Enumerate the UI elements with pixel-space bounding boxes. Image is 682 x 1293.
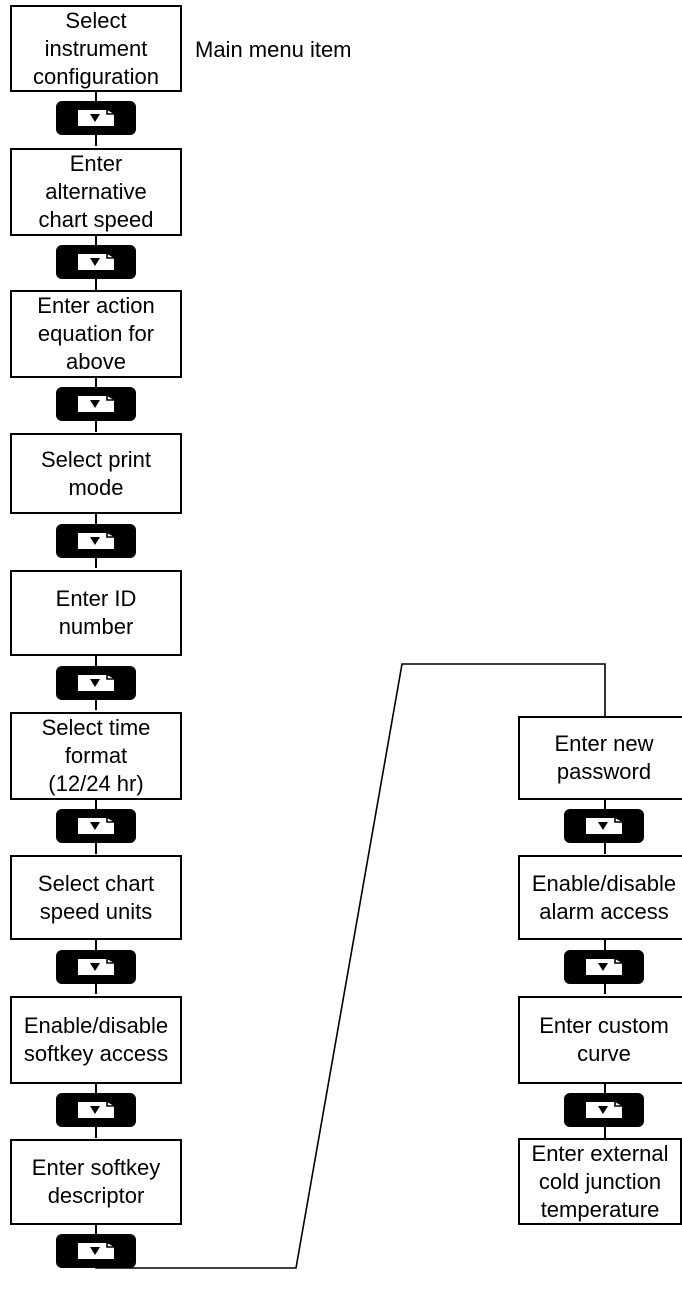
box-label: Select print mode: [40, 446, 152, 500]
menu-box-alarm-access: Enable/disable alarm access: [518, 855, 682, 940]
down-arrow-page-key-icon: [56, 524, 136, 558]
down-arrow-page-key-icon: [56, 387, 136, 421]
menu-box-print-mode: Select print mode: [10, 433, 182, 514]
main-menu-item-note: Main menu item: [195, 37, 352, 62]
box-label: Select time format (12/24 hr): [41, 715, 151, 796]
down-arrow-page-key-icon: [564, 1093, 644, 1127]
down-arrow-page-key-icon: [56, 245, 136, 279]
menu-box-custom-curve: Enter custom curve: [518, 996, 682, 1084]
box-label: Enter new password: [554, 731, 654, 784]
box-label: Enter external cold junction temperature: [531, 1140, 669, 1222]
box-label: Enable/disable alarm access: [531, 870, 677, 924]
menu-box-chart-speed-units: Select chart speed units: [10, 855, 182, 940]
menu-box-id-number: Enter ID number: [10, 570, 182, 656]
menu-box-select-instrument-configuration: Select instrument configuration: [10, 5, 182, 92]
box-label: Enter action equation for above: [37, 293, 155, 374]
down-arrow-page-key-icon: [56, 1093, 136, 1127]
menu-box-action-equation: Enter action equation for above: [10, 290, 182, 378]
down-arrow-page-key-icon: [564, 809, 644, 843]
box-label: Enter custom curve: [539, 1013, 669, 1066]
down-arrow-page-key-icon: [56, 101, 136, 135]
box-label: Enter alternative chart speed: [38, 151, 154, 232]
box-label: Enter softkey descriptor: [31, 1155, 161, 1208]
down-arrow-page-key-icon: [56, 950, 136, 984]
box-label: Enable/disable softkey access: [23, 1013, 169, 1066]
menu-box-new-password: Enter new password: [518, 716, 682, 800]
down-arrow-page-key-icon: [56, 666, 136, 700]
down-arrow-page-key-icon: [564, 950, 644, 984]
menu-box-cold-junction-temperature: Enter external cold junction temperature: [518, 1138, 682, 1225]
box-label: Select chart speed units: [37, 870, 155, 924]
menu-box-time-format: Select time format (12/24 hr): [10, 712, 182, 800]
menu-box-softkey-descriptor: Enter softkey descriptor: [10, 1139, 182, 1225]
menu-box-alternative-chart-speed: Enter alternative chart speed: [10, 148, 182, 236]
box-label: Enter ID number: [55, 586, 137, 639]
down-arrow-page-key-icon: [56, 1234, 136, 1268]
menu-box-softkey-access: Enable/disable softkey access: [10, 996, 182, 1084]
box-label: Select instrument configuration: [33, 7, 159, 89]
down-arrow-page-key-icon: [56, 809, 136, 843]
